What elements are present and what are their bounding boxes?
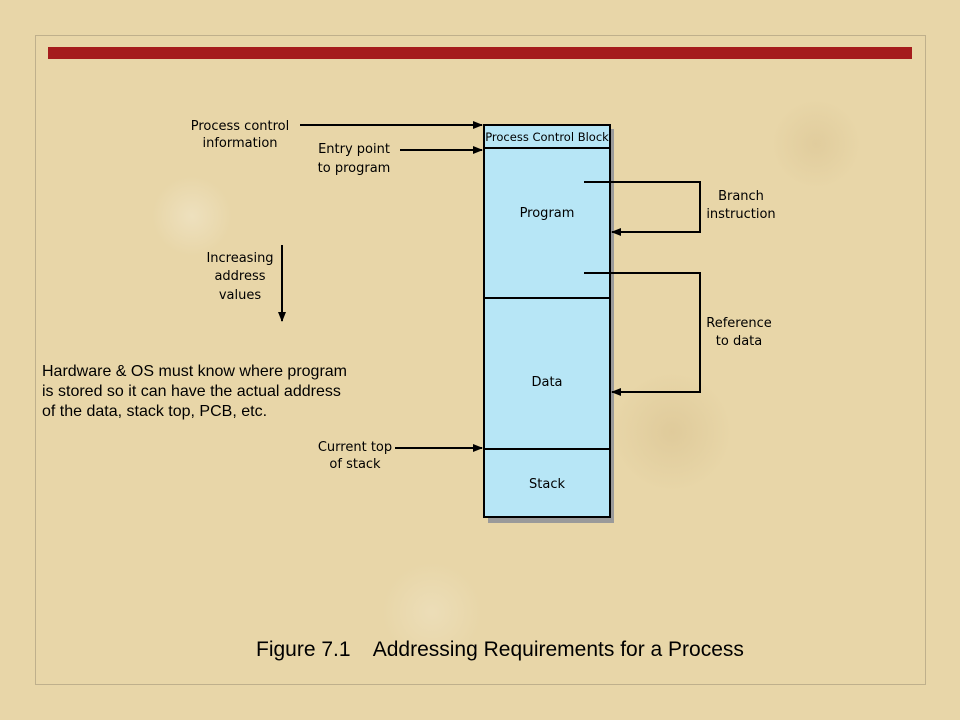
program-label: Program (520, 206, 575, 221)
current-top-stack-label-line1: Current top (318, 440, 392, 455)
increasing-address-label-line3: values (219, 288, 262, 303)
increasing-address-label-line1: Increasing (206, 251, 273, 266)
stack-label: Stack (529, 477, 565, 492)
current-top-stack-label-line2: of stack (329, 457, 381, 472)
reference-label-line2: to data (716, 334, 762, 349)
process-image-block (483, 124, 611, 518)
explanatory-note: Hardware & OS must know where program is… (42, 363, 347, 420)
process-control-info-label-line1: Process control (191, 119, 290, 134)
entry-point-label-line2: to program (318, 161, 391, 176)
branch-label-line1: Branch (718, 189, 764, 204)
branch-instruction-arrow (584, 181, 701, 236)
reference-to-data-arrow (584, 272, 701, 396)
data-label: Data (531, 375, 562, 390)
reference-label-line1: Reference (706, 316, 771, 331)
branch-label-line2: instruction (706, 207, 775, 222)
entry-point-label-line1: Entry point (318, 142, 390, 157)
pcb-label: Process Control Block (485, 130, 609, 144)
title-bar-rule (48, 47, 912, 59)
increasing-address-label-line2: address (214, 269, 265, 284)
process-control-info-label-line2: information (202, 136, 277, 151)
slide-frame (35, 35, 926, 685)
figure-caption: Figure 7.1 Addressing Requirements for a… (256, 638, 744, 661)
